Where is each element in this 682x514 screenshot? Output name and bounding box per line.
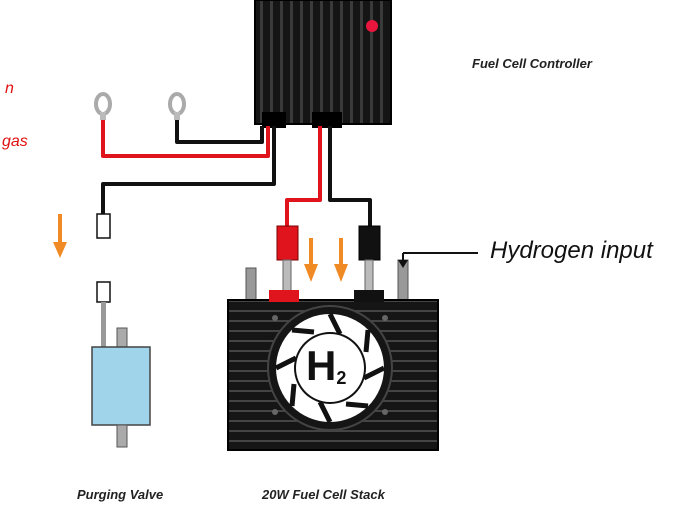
- controller-led-icon: [366, 20, 378, 32]
- stack-label: 20W Fuel Cell Stack: [262, 487, 385, 502]
- h2-subscript: 2: [336, 368, 347, 388]
- connector-plug-icon: [276, 225, 299, 295]
- fan-icon: [267, 305, 393, 431]
- h2-letter: H: [306, 342, 337, 389]
- partial-label-line1: n: [5, 80, 14, 97]
- purging-valve: [91, 327, 151, 448]
- hydrogen-input-arrow-icon: [398, 252, 478, 268]
- terminal-ring-icon: [168, 92, 186, 120]
- terminal-ring-icon: [94, 92, 112, 120]
- purging-valve-label: Purging Valve: [77, 487, 164, 502]
- purge-connector-upper: [96, 213, 111, 239]
- connector-plug-icon: [358, 225, 381, 295]
- flow-arrow-icon: [53, 214, 67, 258]
- fuel-cell-controller: [254, 0, 392, 128]
- h2-symbol: H2: [306, 340, 358, 392]
- purge-connector-lower: [96, 281, 111, 348]
- partial-label-line2: gas: [2, 133, 28, 150]
- flow-arrow-icon: [334, 238, 348, 282]
- flow-arrow-icon: [304, 238, 318, 282]
- hydrogen-input-label: Hydrogen input: [490, 237, 653, 264]
- wires: [101, 118, 372, 226]
- controller-label: Fuel Cell Controller: [472, 56, 592, 71]
